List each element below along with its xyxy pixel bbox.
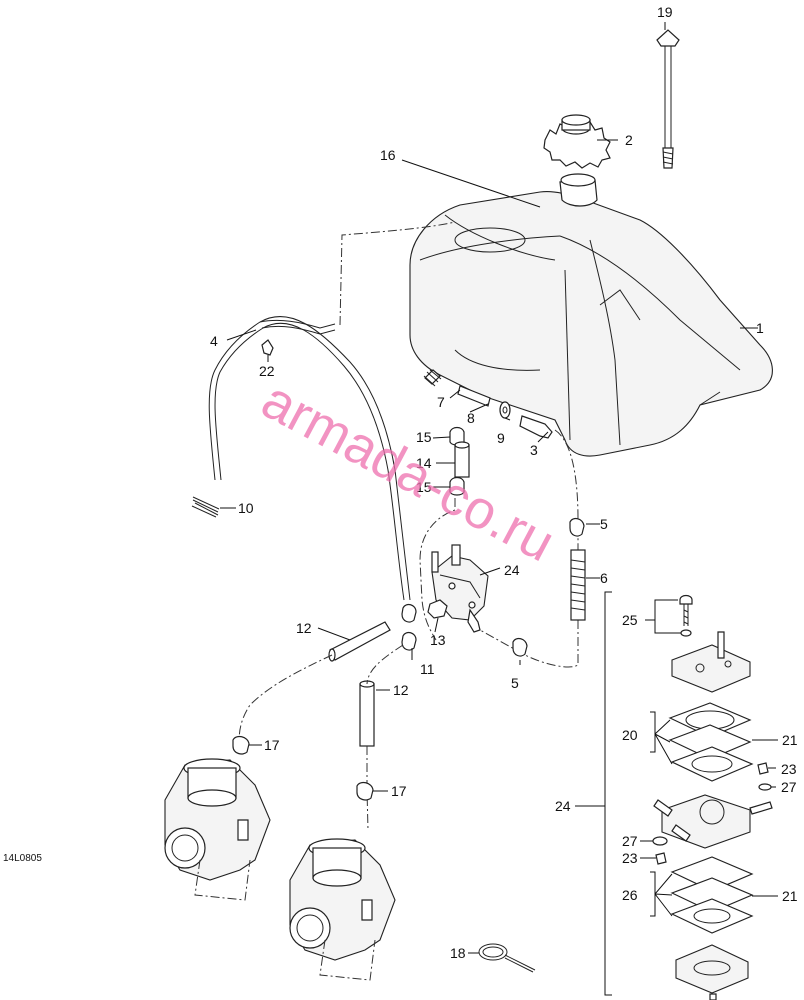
tank-to-line — [339, 221, 456, 326]
leader-lines — [220, 22, 778, 954]
fuel-filter — [570, 549, 586, 621]
outlet-fittings — [423, 369, 553, 439]
return-line — [479, 429, 585, 668]
callout-23-lower: 23 — [622, 850, 638, 866]
carb-feed-line-right-lower — [366, 746, 369, 831]
callout-12-upper: 12 — [296, 620, 312, 636]
callout-3: 3 — [530, 442, 538, 458]
fuel-hose-12 — [328, 621, 391, 747]
callout-20: 20 — [622, 727, 638, 743]
clamps-11-13 — [401, 599, 448, 651]
callout-9: 9 — [497, 430, 505, 446]
callout-11: 11 — [420, 661, 435, 677]
callout-21-lower: 21 — [782, 888, 798, 904]
callout-4: 4 — [210, 333, 218, 349]
callout-5-lower: 5 — [511, 675, 519, 691]
vent-line — [208, 316, 411, 601]
vent-pin — [656, 29, 680, 169]
retainer-clip — [261, 339, 274, 356]
callout-12-lower: 12 — [393, 682, 409, 698]
fuel-cap — [543, 114, 611, 169]
fuel-pump — [431, 544, 489, 633]
callout-15-lower: 15 — [416, 479, 432, 495]
callout-17-left: 17 — [264, 737, 280, 753]
callout-15-upper: 15 — [416, 429, 432, 445]
pump-hose-loop — [419, 498, 456, 641]
callout-27-upper: 27 — [781, 779, 797, 795]
callout-27-lower: 27 — [622, 833, 638, 849]
callout-1: 1 — [756, 320, 764, 336]
callout-7: 7 — [437, 394, 445, 410]
callout-22: 22 — [259, 363, 275, 379]
callout-19: 19 — [657, 4, 673, 20]
callout-10: 10 — [238, 500, 254, 516]
callout-14: 14 — [416, 455, 432, 471]
callout-21-upper: 21 — [782, 732, 798, 748]
callout-16: 16 — [380, 147, 396, 163]
pump-kit-bracket — [604, 591, 612, 996]
callout-25: 25 — [622, 612, 638, 628]
carburetor-right — [289, 838, 396, 981]
fuel-tank — [409, 173, 773, 457]
callout-labels: 1 2 3 4 5 5 6 7 8 9 10 11 12 12 13 14 15… — [210, 4, 798, 961]
clamps-17 — [232, 735, 374, 801]
hose-clamps-upper — [449, 426, 470, 496]
callout-6: 6 — [600, 570, 608, 586]
carburetor-left — [164, 758, 271, 901]
carb-feed-line-left — [238, 654, 333, 746]
callout-24-pump: 24 — [504, 562, 520, 578]
tie-strap — [478, 943, 536, 973]
callout-17-right: 17 — [391, 783, 407, 799]
callout-13: 13 — [430, 632, 446, 648]
callout-2: 2 — [625, 132, 633, 148]
figure-code: 14L0805 — [3, 853, 42, 864]
callout-26: 26 — [622, 887, 638, 903]
callout-23-upper: 23 — [781, 761, 797, 777]
callout-5-upper: 5 — [600, 516, 608, 532]
carb-feed-line-right — [366, 644, 404, 685]
callout-8: 8 — [467, 410, 475, 426]
pump-kit-parts — [652, 594, 773, 1000]
vent-line-filter — [191, 496, 220, 518]
callout-18: 18 — [450, 945, 466, 961]
callout-24-kit: 24 — [555, 798, 571, 814]
